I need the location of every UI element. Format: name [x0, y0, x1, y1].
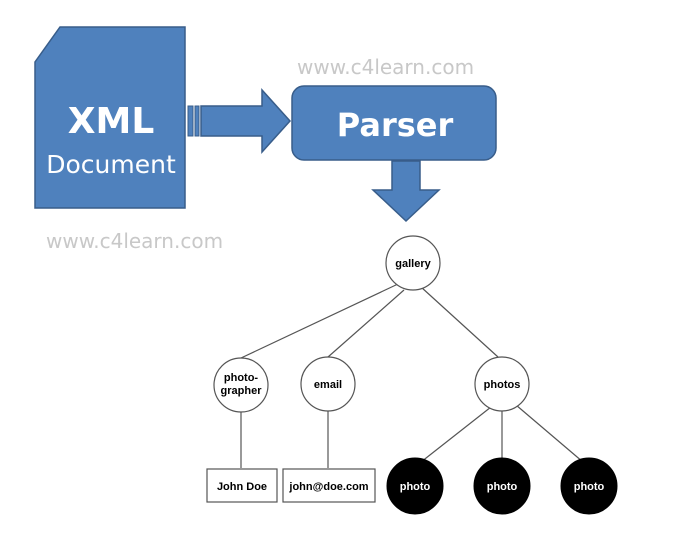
leaf-box-john-email-label: john@doe.com — [288, 481, 368, 493]
edge-photos-photo3 — [515, 404, 584, 463]
watermark-left: www.c4learn.com — [46, 229, 223, 253]
tree-node-photo-3 — [560, 457, 618, 515]
leaf-box-john-doe-label: John Doe — [217, 481, 267, 493]
tree-node-photo-1-label: photo — [400, 481, 431, 493]
leaf-box-john-doe — [206, 468, 278, 503]
tree-node-photo-2-label: photo — [487, 481, 518, 493]
xml-document-shape — [34, 26, 186, 209]
watermark-top: www.c4learn.com — [297, 55, 474, 79]
tree-node-photographer-label-1: photo- — [224, 372, 259, 384]
tree-node-gallery — [385, 235, 441, 291]
tree-node-photographer-label-2: grapher — [221, 385, 263, 397]
xml-document-subtitle: Document — [46, 150, 176, 179]
tree-node-photo-2 — [473, 457, 531, 515]
tree-node-email — [300, 356, 356, 412]
edge-gallery-photographer — [240, 283, 399, 359]
tree-node-photo-3-label: photo — [574, 481, 605, 493]
xml-document-title: XML — [68, 101, 155, 142]
edge-gallery-photos — [420, 286, 499, 358]
right-arrow-icon — [187, 88, 292, 154]
tree-node-photographer — [213, 357, 269, 413]
parser-label: Parser — [337, 106, 454, 144]
tree-node-email-label: email — [314, 379, 342, 391]
tree-node-photo-1 — [386, 457, 444, 515]
tree-node-gallery-label: gallery — [395, 258, 431, 270]
tree-node-photos-label: photos — [484, 379, 521, 391]
parser-box — [291, 85, 497, 161]
tree-node-photos — [474, 356, 530, 412]
leaf-box-john-email — [282, 468, 376, 503]
edge-gallery-email — [327, 289, 405, 358]
edge-photos-photo1 — [420, 406, 492, 463]
down-arrow-icon — [371, 160, 441, 223]
tree-edges — [240, 283, 584, 468]
